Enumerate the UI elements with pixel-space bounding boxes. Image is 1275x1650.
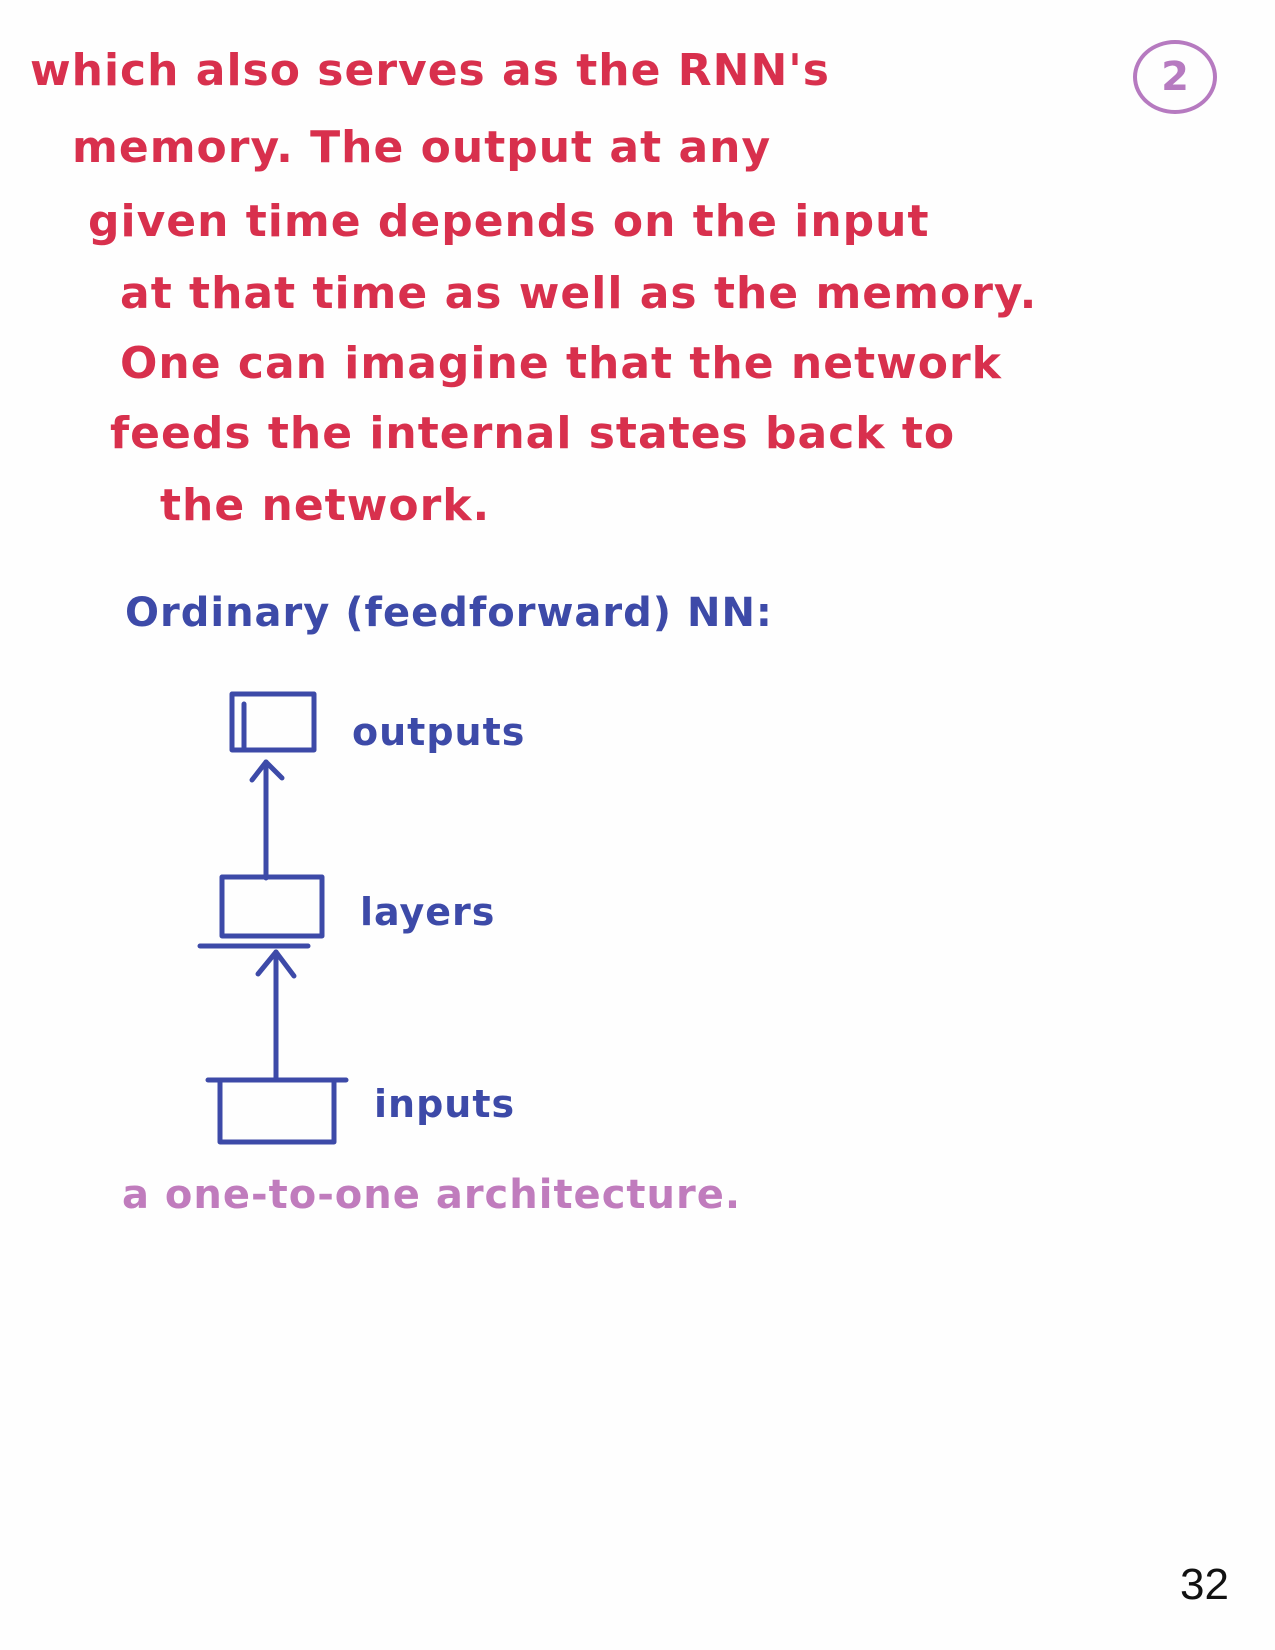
inputs-to-layers-arrowhead	[255, 949, 297, 979]
paragraph-line-1: which also serves as the RNN's	[30, 45, 830, 96]
inputs-box	[217, 1077, 337, 1145]
page-section-badge: 2	[1133, 40, 1217, 114]
layers-to-outputs-arrowhead	[249, 759, 285, 783]
outputs-box	[229, 691, 317, 753]
paragraph-line-7: the network.	[160, 480, 491, 531]
paragraph-line-2: memory. The output at any	[72, 122, 772, 173]
layers-label: layers	[360, 890, 496, 934]
paragraph-line-6: feeds the internal states back to	[110, 408, 956, 459]
architecture-caption: a one-to-one architecture.	[122, 1172, 742, 1218]
outputs-label: outputs	[352, 710, 526, 754]
layers-box	[219, 874, 325, 939]
page-number: 32	[1180, 1560, 1229, 1609]
paragraph-line-3: given time depends on the input	[88, 196, 930, 247]
paragraph-line-5: One can imagine that the network	[120, 338, 1002, 389]
badge-number: 2	[1161, 54, 1189, 100]
paragraph-line-4: at that time as well as the memory.	[120, 268, 1038, 319]
feedforward-heading: Ordinary (feedforward) NN:	[125, 590, 773, 636]
inputs-label: inputs	[374, 1082, 516, 1126]
